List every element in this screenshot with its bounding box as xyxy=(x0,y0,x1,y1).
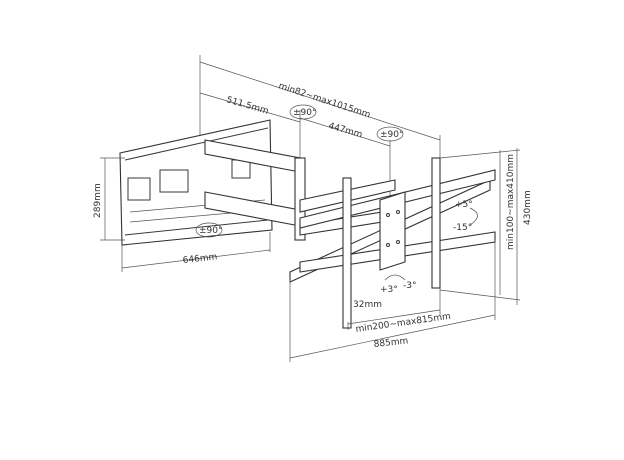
label-arm-2: 447mm xyxy=(327,121,363,140)
rotation-indicator-arm-1 xyxy=(289,104,317,120)
label-level-minus: -3° xyxy=(403,281,416,291)
label-vesa-horizontal: min200~max815mm xyxy=(355,312,451,335)
label-arm-1: 511.5mm xyxy=(225,95,269,117)
rotation-indicator-arm-2 xyxy=(376,126,404,142)
tilt-arrow-icon xyxy=(469,207,478,226)
label-rotation-wall: ±90° xyxy=(199,226,223,236)
dimension-wall-plate-width xyxy=(121,232,271,272)
dimension-wall-plate-height xyxy=(100,157,125,241)
label-rotation-arm-1: ±90° xyxy=(293,108,317,118)
label-tilt-down: -15° xyxy=(453,223,472,233)
label-wall-plate-height: 289mm xyxy=(93,183,103,218)
label-bracket-height: 430mm xyxy=(523,190,533,225)
rotation-indicator-wall xyxy=(195,222,223,238)
dimension-vesa-horizontal xyxy=(347,288,441,330)
label-bracket-width: 885mm xyxy=(373,336,409,350)
tv-bracket xyxy=(289,157,496,329)
label-vesa-vertical: min100~max410mm xyxy=(506,154,516,250)
level-arrow-icon xyxy=(384,274,406,281)
label-level-plus: +3° xyxy=(380,285,398,295)
label-bracket-depth: 32mm xyxy=(353,300,382,310)
label-rotation-arm-2: ±90° xyxy=(380,130,404,140)
label-tilt-up: +5° xyxy=(455,200,473,210)
dimension-bracket-width xyxy=(289,240,496,362)
wall-plate xyxy=(119,119,273,246)
label-wall-plate-width: 646mm xyxy=(182,252,218,266)
dimension-vesa-vertical xyxy=(439,149,521,301)
